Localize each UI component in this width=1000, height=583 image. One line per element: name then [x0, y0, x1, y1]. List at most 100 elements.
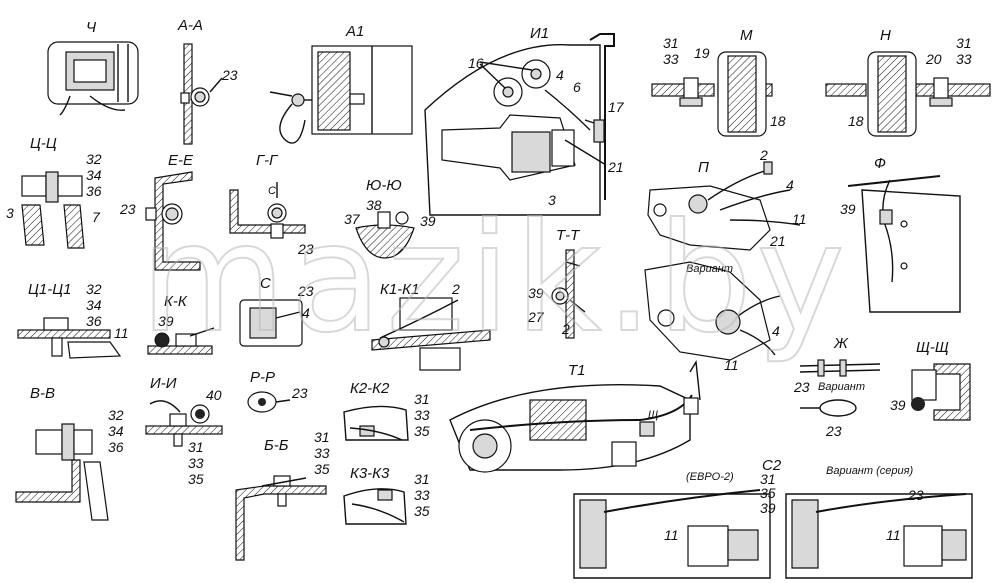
label-tt-2: 2: [561, 321, 570, 337]
view-k2-k2: К2-К2 31 33 35: [343, 380, 430, 441]
caption-euro2: (ЕВРО-2): [686, 471, 734, 483]
label-p-11: 11: [792, 211, 807, 227]
view-k3-k3: К3-К3 31 33 35: [343, 465, 430, 525]
section-ts-ts: Ц-Ц: [30, 135, 57, 152]
label-vv-36: 36: [108, 439, 124, 455]
label-ts1-36: 36: [86, 313, 102, 329]
view-ts1-ts1: Ц1-Ц1 32 34 36 11: [17, 281, 129, 359]
view-a1: А1: [269, 23, 413, 144]
section-ts1-ts1: Ц1-Ц1: [28, 281, 72, 298]
label-ii-31: 31: [188, 439, 204, 455]
label-ts-3: 3: [6, 205, 14, 221]
view-f: Ф 39: [840, 155, 961, 313]
view-t1: Т1 Щ: [449, 359, 701, 473]
view-m: М 31 33 19 18: [651, 27, 786, 137]
view-n: Н 20 31 33 18: [825, 27, 991, 137]
label-ii-35: 35: [188, 471, 204, 487]
label-k2-31: 31: [414, 391, 430, 407]
label-m-18: 18: [770, 113, 786, 129]
label-vv-34: 34: [108, 423, 124, 439]
view-kk: К-К 39: [147, 293, 215, 355]
label-yu-39: 39: [420, 213, 436, 229]
label-k2-35: 35: [414, 423, 430, 439]
view-ts-ts: Ц-Ц 32 34 36 3 7: [6, 135, 102, 249]
view-c2-series: Вариант (серия) 23 11: [785, 465, 973, 579]
label-k2-33: 33: [414, 407, 430, 423]
section-f: Ф: [874, 155, 886, 172]
view-ii: И-И 40 31 33 35: [145, 375, 223, 487]
label-zh-23a: 23: [793, 379, 810, 395]
view-gg: Г-Г С 23: [229, 152, 314, 257]
section-c2: С2: [762, 457, 782, 474]
view-zh: Ж 23 Вариант 23: [793, 335, 881, 439]
section-aa: А-А: [177, 17, 203, 34]
label-c2-11b: 11: [886, 527, 901, 543]
label-bb-31: 31: [314, 429, 330, 445]
label-yu-38: 38: [366, 197, 382, 213]
label-t1-shch: Щ: [648, 409, 658, 421]
label-ts-36: 36: [86, 183, 102, 199]
label-p-2: 2: [759, 147, 768, 163]
label-i1-4: 4: [556, 67, 564, 83]
label-i1-17: 17: [608, 99, 625, 115]
label-i1-6: 6: [573, 79, 581, 95]
view-i1: И1 16 4 6 17 21 3: [424, 25, 625, 216]
view-p-variant: Вариант 4 11: [644, 261, 781, 373]
section-rr: Р-Р: [250, 369, 275, 386]
label-i1-16: 16: [468, 55, 484, 71]
label-ee-23: 23: [119, 201, 136, 217]
section-zh: Ж: [833, 335, 849, 352]
caption-variant-series: Вариант (серия): [826, 465, 913, 477]
label-gg-23: 23: [297, 241, 314, 257]
label-yu-37: 37: [344, 211, 361, 227]
view-c2-euro2: С2 (ЕВРО-2) 31 35 39 11: [573, 457, 782, 579]
label-c-23: 23: [297, 283, 314, 299]
label-kk-39: 39: [158, 313, 174, 329]
label-p-21: 21: [769, 233, 786, 249]
section-sh-sh: Щ-Щ: [916, 339, 949, 356]
label-bb-33: 33: [314, 445, 330, 461]
section-kk: К-К: [164, 293, 188, 310]
label-bb-35: 35: [314, 461, 330, 477]
section-i1: И1: [530, 25, 549, 42]
label-ii-33: 33: [188, 455, 204, 471]
label-ts-32: 32: [86, 151, 102, 167]
section-n: Н: [880, 27, 891, 44]
view-tt: Т-Т 39 27 2: [527, 227, 586, 339]
caption-p-variant: Вариант: [686, 263, 733, 275]
label-c2-35: 35: [760, 485, 776, 501]
label-n-31: 31: [956, 35, 972, 51]
label-rr-23: 23: [291, 385, 308, 401]
label-ts1-34: 34: [86, 297, 102, 313]
view-rr: Р-Р 23: [247, 369, 308, 413]
caption-zh-variant: Вариант: [818, 381, 865, 393]
label-ts-34: 34: [86, 167, 102, 183]
label-ts1-11: 11: [114, 325, 129, 341]
label-ts1-32: 32: [86, 281, 102, 297]
label-n-20: 20: [925, 51, 942, 67]
label-f-39: 39: [840, 201, 856, 217]
view-bb: Б-Б 31 33 35: [235, 429, 330, 561]
label-i1-3: 3: [548, 192, 556, 208]
label-zh-23b: 23: [825, 423, 842, 439]
section-tt: Т-Т: [556, 227, 581, 244]
watermark-text: mazik.by: [140, 192, 849, 366]
section-k1-k1: К1-К1: [380, 281, 419, 298]
label-n-33: 33: [956, 51, 972, 67]
section-t1: Т1: [568, 362, 586, 379]
view-sh-sh: Щ-Щ 39: [890, 339, 971, 421]
label-pv-11: 11: [724, 357, 739, 373]
label-tt-39: 39: [528, 285, 544, 301]
label-m-31: 31: [663, 35, 679, 51]
label-c2-39: 39: [760, 500, 776, 516]
section-ii: И-И: [150, 375, 177, 392]
label-ts-7: 7: [92, 209, 101, 225]
section-yu-yu: Ю-Ю: [366, 177, 402, 194]
label-ii-40: 40: [206, 387, 222, 403]
label-vv-32: 32: [108, 407, 124, 423]
view-k1-k1: К1-К1 2: [371, 281, 491, 371]
section-c: С: [260, 275, 271, 292]
section-ee: Е-Е: [168, 152, 194, 169]
section-k3-k3: К3-К3: [350, 465, 390, 482]
